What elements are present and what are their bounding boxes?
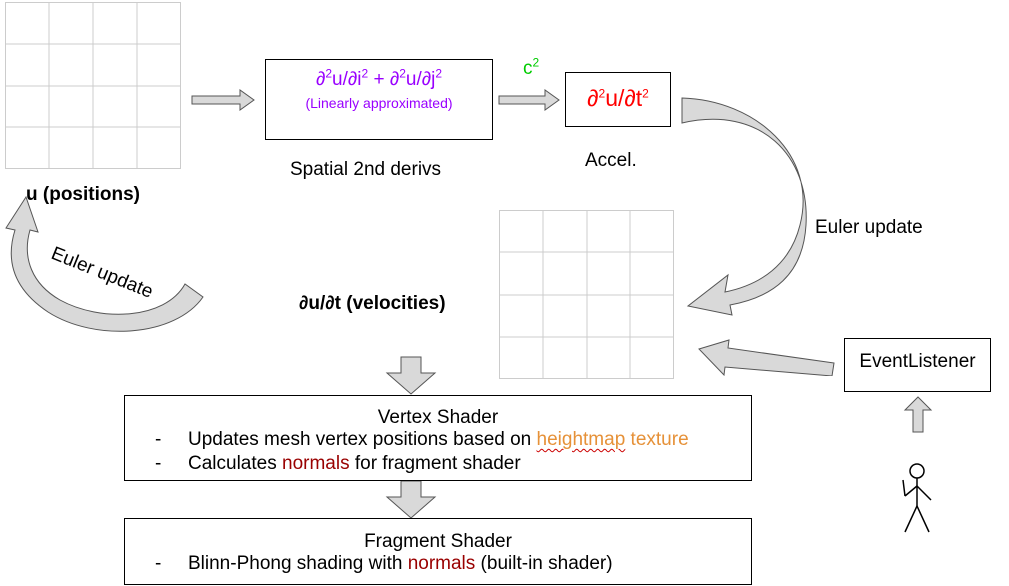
arrow-event-to-grid — [698, 339, 835, 376]
event-listener-box: EventListener — [844, 338, 991, 392]
spatial-label: Spatial 2nd derivs — [290, 159, 442, 180]
bullet-text: Blinn-Phong shading with normals (built-… — [188, 553, 613, 574]
euler-update-right: Euler update — [815, 217, 923, 238]
arrow-laplacian-to-accel — [498, 89, 560, 111]
curved-arrow-accel-to-velocities — [681, 97, 807, 316]
accel-label: Accel. — [585, 150, 637, 171]
fragment-bullet-1: - Blinn-Phong shading with normals (buil… — [125, 553, 751, 577]
positions-label: u (positions) — [26, 184, 140, 205]
accel-box: ∂2u/∂t2 — [565, 72, 671, 127]
laplacian-formula: ∂2u/∂i2 + ∂2u/∂j2 — [315, 66, 443, 90]
normals-term: normals — [407, 553, 476, 574]
arrow-grid-to-laplacian — [191, 89, 255, 111]
vertex-bullet-2: - Calculates normals for fragment shader — [125, 453, 751, 477]
normals-term: normals — [282, 453, 350, 474]
bullet-dash: - — [155, 453, 162, 474]
vertex-shader-title: Vertex Shader — [377, 407, 499, 428]
fragment-shader-box: Fragment Shader - Blinn-Phong shading wi… — [124, 518, 752, 585]
arrow-user-to-event — [903, 396, 933, 433]
vertex-shader-box: Vertex Shader - Updates mesh vertex posi… — [124, 395, 752, 481]
positions-grid — [5, 2, 181, 169]
velocities-label: ∂u/∂t (velocities) — [299, 293, 446, 314]
arrow-down-to-vertex — [385, 356, 437, 395]
velocities-grid — [499, 210, 674, 379]
bullet-text: Calculates normals for fragment shader — [188, 453, 521, 474]
accel-formula: ∂2u/∂t2 — [587, 85, 649, 111]
laplacian-subtitle: (Linearly approximated) — [305, 95, 453, 111]
c-squared: c2 — [523, 55, 540, 79]
arrow-vertex-to-fragment — [385, 480, 437, 519]
texture-term: texture — [630, 429, 689, 450]
event-listener-label: EventListener — [859, 351, 976, 372]
bullet-text: Updates mesh vertex positions based on h… — [188, 429, 689, 450]
bullet-dash: - — [155, 553, 162, 574]
heightmap-term: heightmap — [536, 429, 626, 450]
bullet-dash: - — [155, 429, 162, 450]
curved-arrow-velocities-to-positions — [5, 195, 204, 332]
laplacian-box: ∂2u/∂i2 + ∂2u/∂j2 (Linearly approximated… — [265, 59, 493, 140]
user-stick-figure-icon — [902, 463, 932, 533]
fragment-shader-title: Fragment Shader — [364, 531, 512, 552]
vertex-bullet-1: - Updates mesh vertex positions based on… — [125, 429, 751, 453]
